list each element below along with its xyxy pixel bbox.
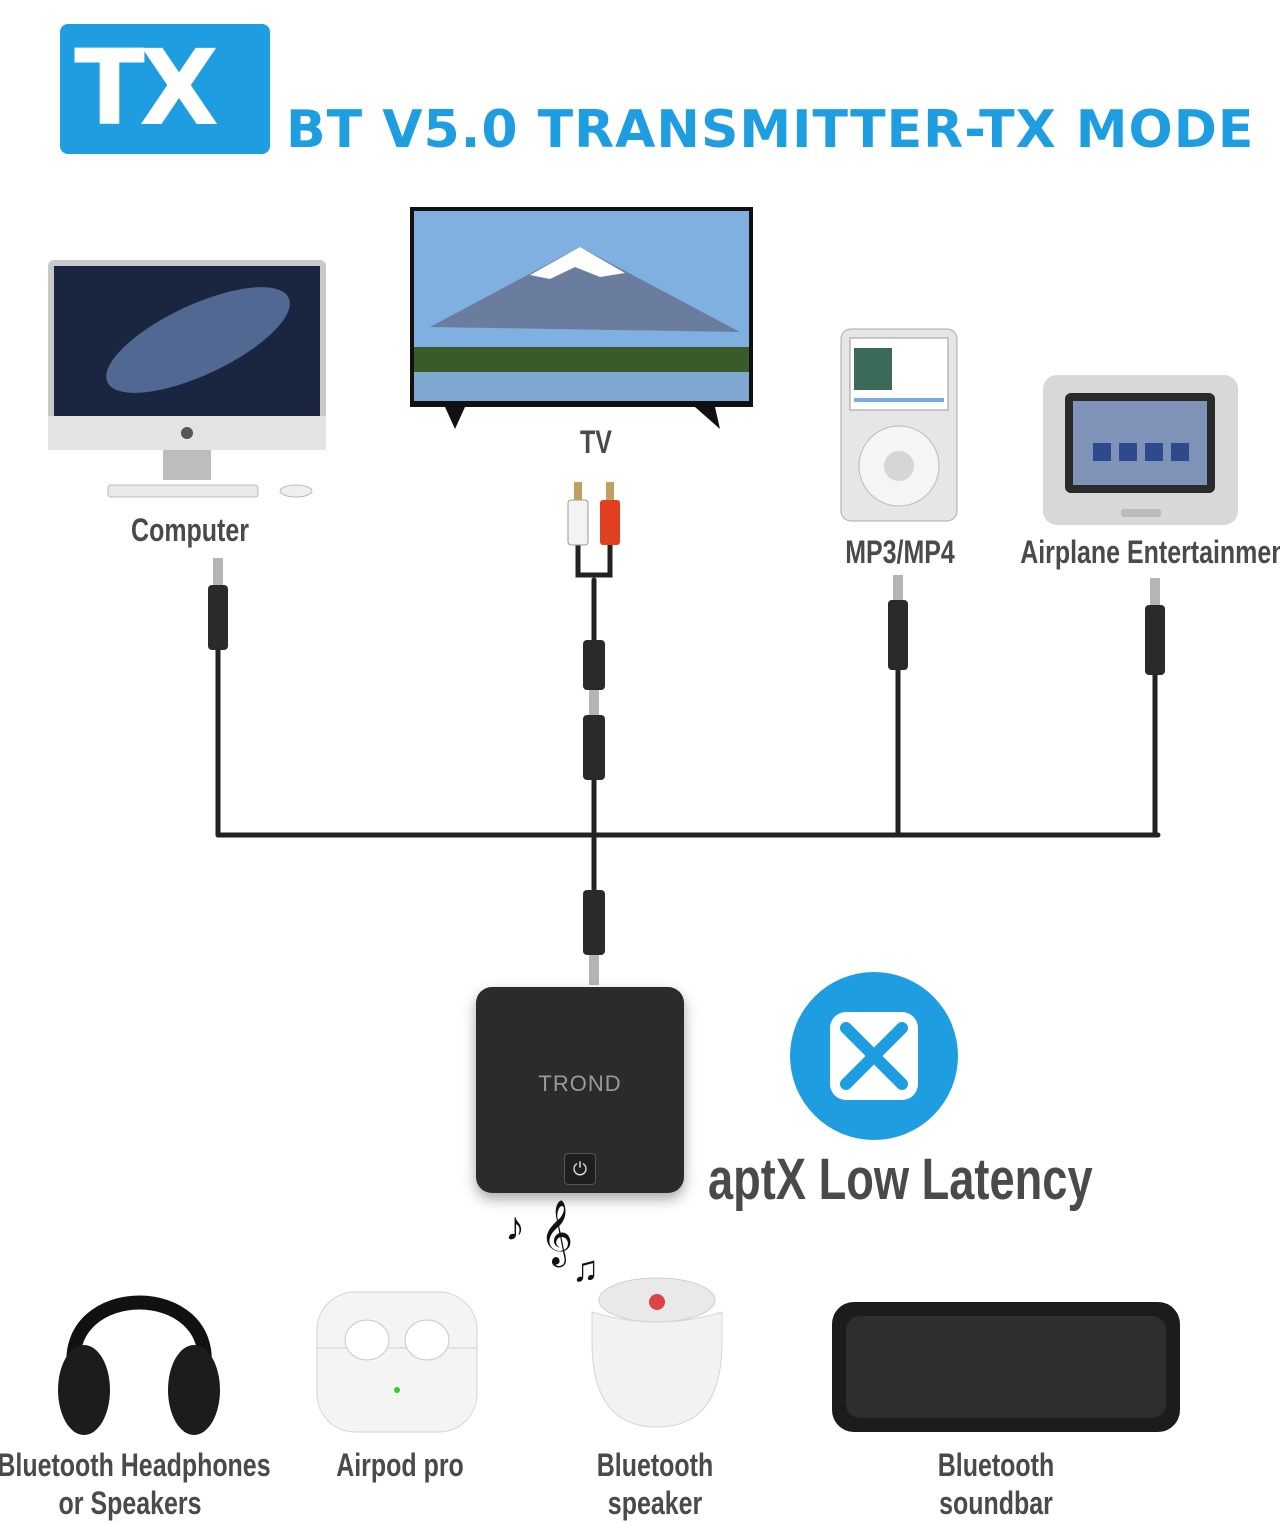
jack-airplane: [1145, 605, 1165, 675]
headphones-image: [58, 1295, 220, 1435]
music-note-icon: ♪: [505, 1205, 525, 1249]
jack-tip-computer: [213, 558, 223, 585]
airplane-screen-image: [1043, 375, 1238, 525]
receiver-label-speaker: Bluetooth speaker: [577, 1446, 733, 1522]
mp3-player-image: [840, 328, 958, 522]
jack-mp3: [888, 600, 908, 670]
jack-tip-airplane: [1150, 578, 1160, 605]
aptx-icon: [790, 972, 958, 1140]
source-label-airplane: Airplane Entertainment: [1020, 534, 1280, 570]
receiver-label-airpod-line1: Airpod pro: [336, 1447, 464, 1483]
rca-white-plug: [567, 499, 589, 546]
cable-rca-split: [575, 542, 613, 578]
receiver-label-headphones-line1: Bluetooth Headphones: [0, 1447, 271, 1483]
jack-tip-tv: [589, 690, 599, 715]
source-label-computer: Computer: [131, 512, 249, 548]
trond-transmitter: TROND ⏻: [476, 987, 684, 1193]
jack-tv-extender: [583, 715, 605, 780]
treble-clef-icon: 𝄞: [540, 1200, 574, 1265]
receiver-label-headphones-line2: or Speakers: [58, 1485, 202, 1521]
aptx-label: aptX Low Latency: [708, 1147, 1093, 1212]
power-icon: ⏻: [564, 1153, 596, 1185]
soundbar-image: [832, 1302, 1180, 1432]
receiver-label-soundbar-line1: Bluetooth: [937, 1447, 1055, 1483]
source-label-mp3: MP3/MP4: [845, 534, 955, 570]
tx-logo-box: [60, 24, 270, 154]
source-label-tv: TV: [580, 424, 612, 460]
tv-image: [410, 207, 753, 429]
receiver-label-speaker-line2: speaker: [607, 1485, 703, 1521]
jack-computer: [208, 585, 228, 650]
receiver-label-soundbar: Bluetooth soundbar: [918, 1446, 1074, 1522]
receiver-label-soundbar-line2: soundbar: [939, 1485, 1053, 1521]
tx-logo-text: TX: [74, 27, 219, 149]
beamed-notes-icon: ♫: [572, 1248, 599, 1289]
receiver-label-airpod: Airpod pro: [322, 1446, 478, 1484]
jack-tip-mp3: [893, 575, 903, 600]
bluetooth-speaker-image: [591, 1277, 723, 1428]
rca-red-plug: [600, 500, 620, 545]
jack-tv-adapter: [583, 640, 605, 690]
jack-tip-transmitter: [589, 955, 599, 985]
jack-transmitter: [583, 890, 605, 955]
rca-red-tip: [606, 482, 614, 500]
airpod-pro-image: [316, 1291, 478, 1433]
computer-image: [48, 260, 326, 498]
receiver-label-headphones: Bluetooth Headphones or Speakers: [0, 1446, 271, 1522]
page-title: BT V5.0 TRANSMITTER-TX MODE: [286, 100, 1255, 160]
tx-logo: TX: [60, 24, 270, 154]
trond-brand: TROND: [538, 1071, 622, 1096]
receiver-label-speaker-line1: Bluetooth: [596, 1447, 714, 1483]
rca-white-tip: [574, 482, 582, 500]
